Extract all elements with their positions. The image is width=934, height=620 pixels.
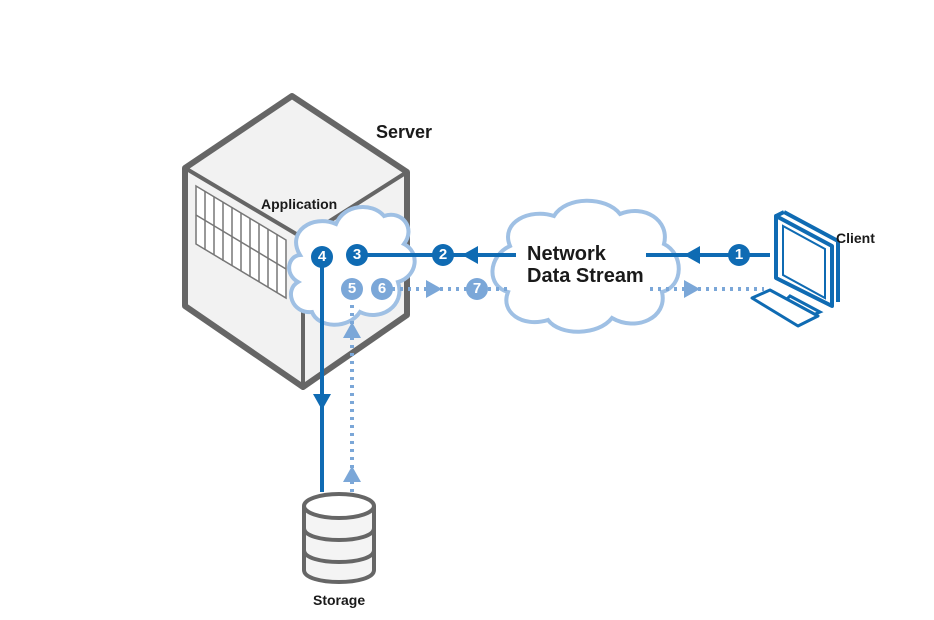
step-7-badge: 7: [466, 278, 488, 300]
network-label: Network Data Stream: [527, 243, 644, 287]
client-label: Client: [836, 230, 875, 246]
step-4-badge: 4: [311, 246, 333, 268]
keyboard-icon: [750, 288, 820, 328]
network-label-line2: Data Stream: [527, 265, 644, 287]
server-rack-grille: [195, 184, 287, 300]
network-label-line1: Network: [527, 243, 606, 265]
step-2-badge: 2: [432, 244, 454, 266]
response-arrow-head: [343, 322, 361, 338]
computer-monitor-icon: [750, 210, 840, 328]
step-1-badge: 1: [728, 244, 750, 266]
request-arrow-head: [684, 246, 700, 264]
network-cloud: [490, 198, 681, 334]
step-6-badge: 6: [371, 278, 393, 300]
response-arrow-head: [684, 280, 700, 298]
response-arrow-head: [426, 280, 442, 298]
application-label: Application: [261, 196, 338, 212]
request-arrow-head: [462, 246, 478, 264]
request-arrow-head: [313, 394, 331, 410]
server-label: Server: [376, 122, 433, 142]
database-cylinder-icon: [302, 492, 376, 584]
step-5-badge: 5: [341, 278, 363, 300]
storage-label: Storage: [313, 592, 366, 608]
step-3-badge: 3: [346, 244, 368, 266]
response-arrow-head: [343, 466, 361, 482]
